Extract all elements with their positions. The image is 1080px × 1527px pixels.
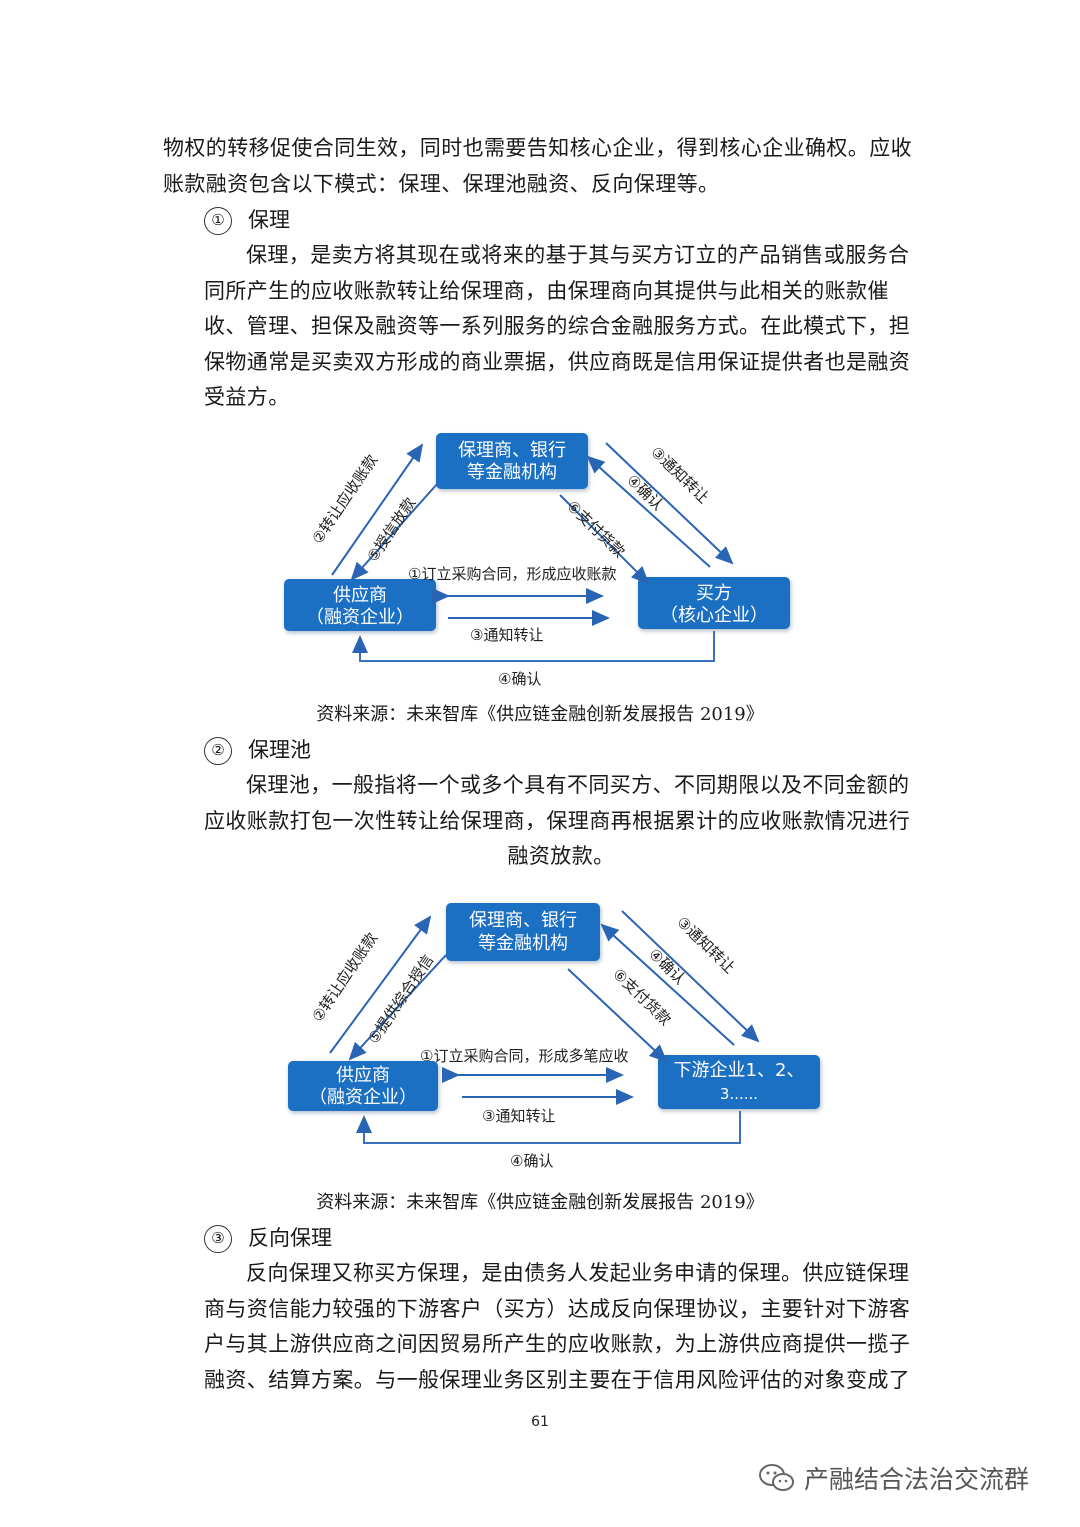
section-heading-factoring: ① 保理: [204, 205, 290, 235]
buyer-box: [638, 577, 790, 629]
intro-paragraph: 物权的转移促使合同生效，同时也需要告知核心企业，得到核心企业确权。应收 账款融资…: [163, 131, 917, 202]
paragraph-line: 商与资信能力较强的下游客户（买方）达成反向保理协议，主要针对下游客: [204, 1296, 911, 1321]
factoring-flow-diagram: 保理商、银行 等金融机构 供应商 （融资企业） 买方 （核心企业） ②转让应收账…: [270, 425, 810, 695]
factor-bank-label: 保理商、银行: [458, 440, 566, 461]
section1-paragraph: 保理，是卖方将其现在或将来的基于其与买方订立的产品销售或服务合 同所产生的应收账…: [204, 238, 918, 416]
supplier-label: （融资企业）: [306, 607, 414, 628]
flow-label-transfer: ②转让应收账款: [308, 451, 381, 547]
paragraph-line: 保理，是卖方将其现在或将来的基于其与买方订立的产品销售或服务合: [246, 243, 910, 267]
paragraph-line: 户与其上游供应商之间因贸易所产生的应收账款，为上游供应商提供一揽子: [204, 1332, 911, 1356]
supplier-box: [284, 579, 436, 631]
section3-paragraph: 反向保理又称买方保理，是由债务人发起业务申请的保理。供应链保理 商与资信能力较强…: [204, 1256, 918, 1398]
flow-label-notify-top: ③通知转让: [673, 913, 738, 977]
flow-label-transfer: ②转让应收账款: [308, 929, 381, 1025]
flow-label-notify-mid: ③通知转让: [470, 626, 543, 644]
factoring-pool-flow-svg: 保理商、银行 等金融机构 供应商 （融资企业） 下游企业1、2、 3......…: [288, 903, 820, 1170]
flow-label-notify-mid: ③通知转让: [482, 1107, 555, 1125]
arrow-pay-goods: [559, 494, 650, 585]
factoring-pool-flow-diagram: 保理商、银行 等金融机构 供应商 （融资企业） 下游企业1、2、 3......…: [278, 895, 828, 1175]
arrow-confirm-bottom: [352, 631, 715, 662]
section-heading-factoring-pool: ② 保理池: [204, 735, 311, 765]
arrow-comprehensive-credit: [348, 954, 447, 1061]
flow-label-confirm-top: ④确认: [645, 945, 689, 988]
factor-bank-box: [446, 903, 600, 961]
paragraph-line: 融资放款。: [507, 844, 615, 868]
paragraph-line: 受益方。: [204, 385, 290, 409]
factor-bank-label: 等金融机构: [478, 933, 568, 954]
paragraph-line: 收、管理、担保及融资等一系列服务的综合金融服务方式。在此模式下，担: [204, 314, 911, 338]
section-title: 保理: [248, 208, 290, 232]
circled-number: ②: [204, 737, 232, 765]
flow-label-credit: ⑤提供综合授信: [364, 951, 437, 1047]
circled-number: ①: [204, 207, 232, 235]
arrow-notify-downstream: [621, 910, 760, 1043]
supplier-box: [288, 1061, 438, 1111]
supplier-label: （融资企业）: [309, 1087, 417, 1108]
intro-line: 物权的转移促使合同生效，同时也需要告知核心企业，得到核心企业确权。应收: [163, 136, 912, 160]
downstream-enterprises-box: [658, 1055, 820, 1109]
paragraph-line: 反向保理又称买方保理，是由债务人发起业务申请的保理。供应链保理: [246, 1261, 910, 1285]
section2-paragraph: 保理池，一般指将一个或多个具有不同买方、不同期限以及不同金额的 应收账款打包一次…: [204, 768, 918, 875]
flow-label-contract: ①订立采购合同，形成应收账款: [408, 565, 616, 583]
arrow-confirm-bottom: [356, 1111, 741, 1144]
wechat-watermark: 产融结合法治交流群: [758, 1458, 1029, 1498]
factor-bank-label: 保理商、银行: [469, 910, 577, 931]
flow-label-contract: ①订立采购合同，形成多笔应收: [420, 1047, 628, 1065]
figure-caption: 资料来源：未来智库《供应链金融创新发展报告 2019》: [316, 1192, 764, 1213]
arrow-confirm-factor: [586, 455, 711, 568]
flow-label-credit: ⑤授信放款: [363, 494, 419, 565]
arrow-credit-loan: [350, 482, 439, 581]
arrow-transfer-receivable: [331, 443, 424, 576]
flow-label-pay: ⑥支付货款: [563, 497, 628, 561]
circled-number: ③: [204, 1225, 232, 1253]
paragraph-line: 保物通常是买卖双方形成的商业票据，供应商既是信用保证提供者也是融资: [204, 349, 911, 374]
arrow-pay-goods: [567, 968, 668, 1063]
watermark-text: 产融结合法治交流群: [804, 1465, 1030, 1494]
section-title: 保理池: [248, 738, 311, 762]
section-title: 反向保理: [248, 1226, 332, 1250]
supplier-label: 供应商: [333, 585, 387, 606]
downstream-label: 下游企业1、2、: [674, 1060, 805, 1081]
buyer-label: 买方: [696, 583, 732, 604]
flow-label-confirm-bottom: ④确认: [510, 1152, 553, 1170]
buyer-label: （核心企业）: [660, 605, 768, 626]
arrow-transfer-receivable: [329, 915, 432, 1054]
paragraph-line: 应收账款打包一次性转让给保理商，保理商再根据累计的应收账款情况进行: [204, 808, 911, 833]
factor-bank-box: [436, 433, 588, 489]
flow-label-confirm-bottom: ④确认: [498, 670, 541, 688]
arrow-confirm-factor: [600, 923, 735, 1046]
intro-line: 账款融资包含以下模式：保理、保理池融资、反向保理等。: [163, 171, 720, 196]
section-heading-reverse-factoring: ③ 反向保理: [204, 1223, 332, 1253]
supplier-label: 供应商: [336, 1065, 390, 1086]
downstream-label: 3......: [720, 1085, 758, 1103]
wechat-icon: [759, 1464, 794, 1491]
page-number: 61: [531, 1414, 549, 1430]
factoring-flow-svg: 保理商、银行 等金融机构 供应商 （融资企业） 买方 （核心企业） ②转让应收账…: [284, 433, 790, 688]
paragraph-line: 融资、结算方案。与一般保理业务区别主要在于信用风险评估的对象变成了: [204, 1367, 911, 1392]
figure-caption: 资料来源：未来智库《供应链金融创新发展报告 2019》: [316, 704, 764, 725]
paragraph-line: 同所产生的应收账款转让给保理商，由保理商向其提供与此相关的账款催: [204, 278, 889, 303]
paragraph-line: 保理池，一般指将一个或多个具有不同买方、不同期限以及不同金额的: [246, 773, 910, 797]
arrow-notify-buyer: [605, 442, 734, 565]
factor-bank-label: 等金融机构: [467, 462, 557, 483]
